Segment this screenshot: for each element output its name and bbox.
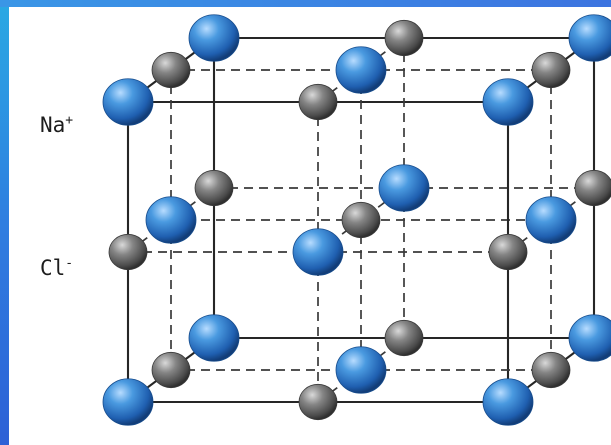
chloride-ion: [384, 19, 424, 57]
chloride-ion: [194, 169, 234, 207]
sodium-ion: [568, 14, 611, 62]
sodium-ion: [102, 78, 154, 126]
chloride-ion: [384, 319, 424, 357]
chloride-ion: [298, 383, 338, 421]
chloride-ion: [298, 83, 338, 121]
chloride-ion: [151, 351, 191, 389]
sodium-ion: [188, 314, 240, 362]
chloride-ion: [488, 233, 528, 271]
chloride-ion: [151, 51, 191, 89]
sodium-ion: [568, 314, 611, 362]
chloride-ion: [108, 233, 148, 271]
sodium-ion: [378, 164, 430, 212]
sodium-ion: [335, 346, 387, 394]
sodium-ion: [482, 78, 534, 126]
sodium-ion: [525, 196, 577, 244]
chloride-ion: [531, 51, 571, 89]
sodium-ion-label: Na+: [40, 113, 73, 137]
sodium-ion: [102, 378, 154, 426]
top-border-band: [0, 0, 611, 7]
sodium-ion: [335, 46, 387, 94]
left-border-band: [0, 0, 9, 445]
lattice-ions: [102, 14, 611, 426]
chloride-ion: [341, 201, 381, 239]
sodium-ion: [188, 14, 240, 62]
sodium-ion: [145, 196, 197, 244]
chloride-ion: [531, 351, 571, 389]
sodium-ion: [482, 378, 534, 426]
chloride-ion-label: Cl-: [40, 256, 73, 280]
sodium-ion: [292, 228, 344, 276]
chloride-ion: [574, 169, 611, 207]
